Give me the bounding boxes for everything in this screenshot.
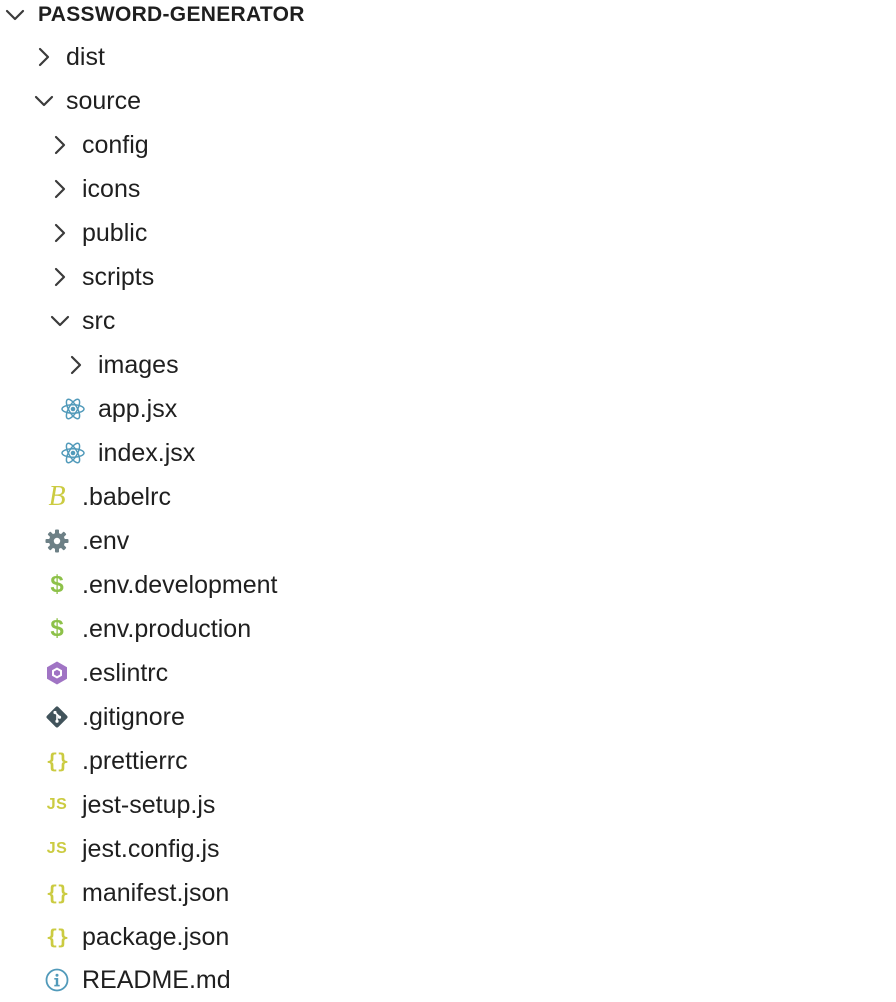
explorer-section-header[interactable]: PASSWORD-GENERATOR xyxy=(0,0,896,30)
dollar-icon: $ xyxy=(50,571,64,598)
tree-item-images[interactable]: images xyxy=(0,343,896,387)
tree-item-label: manifest.json xyxy=(82,879,230,907)
tree-item-label: .env.production xyxy=(82,615,252,643)
chevron-down-icon xyxy=(50,315,70,327)
tree-item-label: .env xyxy=(82,527,130,555)
tree-item-jest-setup-js[interactable]: JS jest-setup.js xyxy=(0,783,896,827)
chevron-right-icon xyxy=(54,179,66,199)
tree-item-public[interactable]: public xyxy=(0,211,896,255)
tree-item-source[interactable]: source xyxy=(0,79,896,123)
tree-item-src[interactable]: src xyxy=(0,299,896,343)
tree-item-jest-config-js[interactable]: JS jest.config.js xyxy=(0,827,896,871)
tree-item-prettierrc[interactable]: {} .prettierrc xyxy=(0,739,896,783)
tree-item-babelrc[interactable]: B .babelrc xyxy=(0,475,896,519)
tree-item-label: .babelrc xyxy=(82,483,171,511)
tree-item-label: dist xyxy=(66,43,105,71)
js-icon: JS xyxy=(46,796,68,813)
tree-item-env-development[interactable]: $ .env.development xyxy=(0,563,896,607)
tree-item-label: package.json xyxy=(82,923,230,951)
braces-icon: {} xyxy=(45,925,69,949)
tree-item-eslintrc[interactable]: .eslintrc xyxy=(0,651,896,695)
tree-item-package-json[interactable]: {} package.json xyxy=(0,915,896,959)
tree-item-label: source xyxy=(66,87,142,115)
tree-item-label: .gitignore xyxy=(82,703,185,731)
chevron-down-icon xyxy=(34,95,54,107)
eslint-icon xyxy=(44,660,70,686)
tree-item-label: config xyxy=(82,131,149,159)
tree-item-index-jsx[interactable]: index.jsx xyxy=(0,431,896,475)
chevron-down-icon xyxy=(5,9,25,21)
tree-item-dist[interactable]: dist xyxy=(0,35,896,79)
tree-item-readme-md[interactable]: README.md xyxy=(0,958,896,1002)
tree-item-label: jest-setup.js xyxy=(82,791,216,819)
chevron-right-icon xyxy=(38,47,50,67)
chevron-right-icon xyxy=(54,223,66,243)
chevron-right-icon xyxy=(54,135,66,155)
chevron-right-icon xyxy=(54,267,66,287)
tree-item-label: jest.config.js xyxy=(82,835,220,863)
tree-item-config[interactable]: config xyxy=(0,123,896,167)
tree-item-manifest-json[interactable]: {} manifest.json xyxy=(0,871,896,915)
tree-item-label: .env.development xyxy=(82,571,278,599)
js-icon: JS xyxy=(46,840,68,857)
tree-item-label: app.jsx xyxy=(98,395,178,423)
gear-icon xyxy=(44,528,70,554)
dollar-icon: $ xyxy=(50,615,64,642)
tree-item-env-production[interactable]: $ .env.production xyxy=(0,607,896,651)
braces-icon: {} xyxy=(45,881,69,905)
tree-item-app-jsx[interactable]: app.jsx xyxy=(0,387,896,431)
tree-item-scripts[interactable]: scripts xyxy=(0,255,896,299)
tree-item-label: src xyxy=(82,307,116,335)
tree-item-label: scripts xyxy=(82,263,155,291)
tree-item-env[interactable]: .env xyxy=(0,519,896,563)
react-icon xyxy=(60,440,86,466)
chevron-right-icon xyxy=(70,355,82,375)
tree-item-label: images xyxy=(98,351,179,379)
react-icon xyxy=(60,396,86,422)
tree-item-label: index.jsx xyxy=(98,439,196,467)
explorer-root-title: PASSWORD-GENERATOR xyxy=(38,3,305,26)
tree-item-label: .eslintrc xyxy=(82,659,169,687)
tree-item-label: README.md xyxy=(82,966,231,994)
git-icon xyxy=(44,704,70,730)
tree-item-label: .prettierrc xyxy=(82,747,188,775)
braces-icon: {} xyxy=(45,749,69,773)
tree-item-icons[interactable]: icons xyxy=(0,167,896,211)
info-icon xyxy=(44,967,70,993)
tree-item-gitignore[interactable]: .gitignore xyxy=(0,695,896,739)
tree-item-label: icons xyxy=(82,175,141,203)
tree-item-label: public xyxy=(82,219,148,247)
babel-icon: B xyxy=(48,481,66,512)
